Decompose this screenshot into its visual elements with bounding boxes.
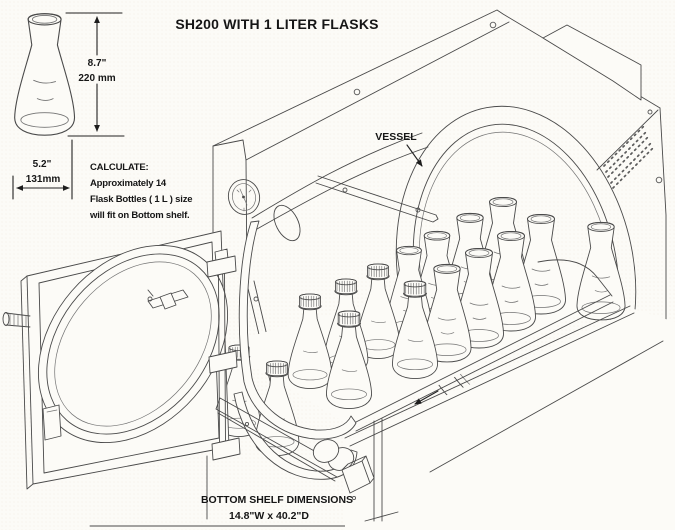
door-bracket — [42, 404, 62, 441]
calculate-line-3: will fit on Bottom shelf. — [89, 210, 190, 221]
hinge-arm — [215, 397, 375, 501]
door-hinge-post — [206, 248, 241, 461]
height-dimension — [65, 12, 125, 137]
calculate-heading: CALCULATE: — [90, 162, 149, 173]
calculate-line-1: Approximately 14 — [90, 178, 167, 189]
flask-icon — [576, 221, 626, 321]
body-crease-line — [429, 340, 664, 473]
flask-height-inches: 8.7" — [88, 58, 107, 69]
page-title: SH200 WITH 1 LITER FLASKS — [175, 16, 378, 32]
shelf-bracket — [315, 175, 439, 223]
flask-width-metric: 131mm — [26, 174, 61, 185]
vessel-pointer-arrow-icon — [406, 144, 423, 167]
vessel-callout: VESSEL — [375, 131, 423, 167]
bottom-shelf-heading: BOTTOM SHELF DIMENSIONS — [201, 494, 353, 506]
pressure-gauge-icon — [227, 179, 261, 215]
reference-flask-icon — [14, 13, 76, 136]
calculate-note: CALCULATE: Approximately 14 Flask Bottle… — [89, 162, 193, 221]
front-control-panel — [212, 139, 301, 285]
shelf-tray-rim — [344, 259, 635, 447]
panel-cutout — [273, 204, 301, 242]
flask-dimension-drawing: 8.7" 220 mm 5.2" 131mm — [12, 12, 125, 200]
bottom-shelf-caption: BOTTOM SHELF DIMENSIONS 14.8"W x 40.2"D — [201, 494, 353, 522]
shelf-support-leg — [206, 418, 399, 522]
shelf-direction-arrow-icon — [414, 390, 439, 405]
calculate-line-2: Flask Bottles ( 1 L ) size — [90, 194, 192, 205]
flask-height-metric: 220 mm — [78, 73, 115, 84]
autoclave-body — [89, 9, 673, 530]
door-handle — [2, 312, 31, 328]
door-assembly — [2, 230, 241, 490]
width-dimension — [12, 139, 73, 200]
vessel-label: VESSEL — [375, 131, 417, 143]
vent-grille-icon — [603, 123, 656, 189]
bottom-shelf-dimensions: 14.8"W x 40.2"D — [229, 510, 309, 522]
flask-width-inches: 5.2" — [33, 159, 52, 170]
door-latch-hardware — [147, 289, 189, 310]
top-accessory-box — [542, 24, 642, 101]
